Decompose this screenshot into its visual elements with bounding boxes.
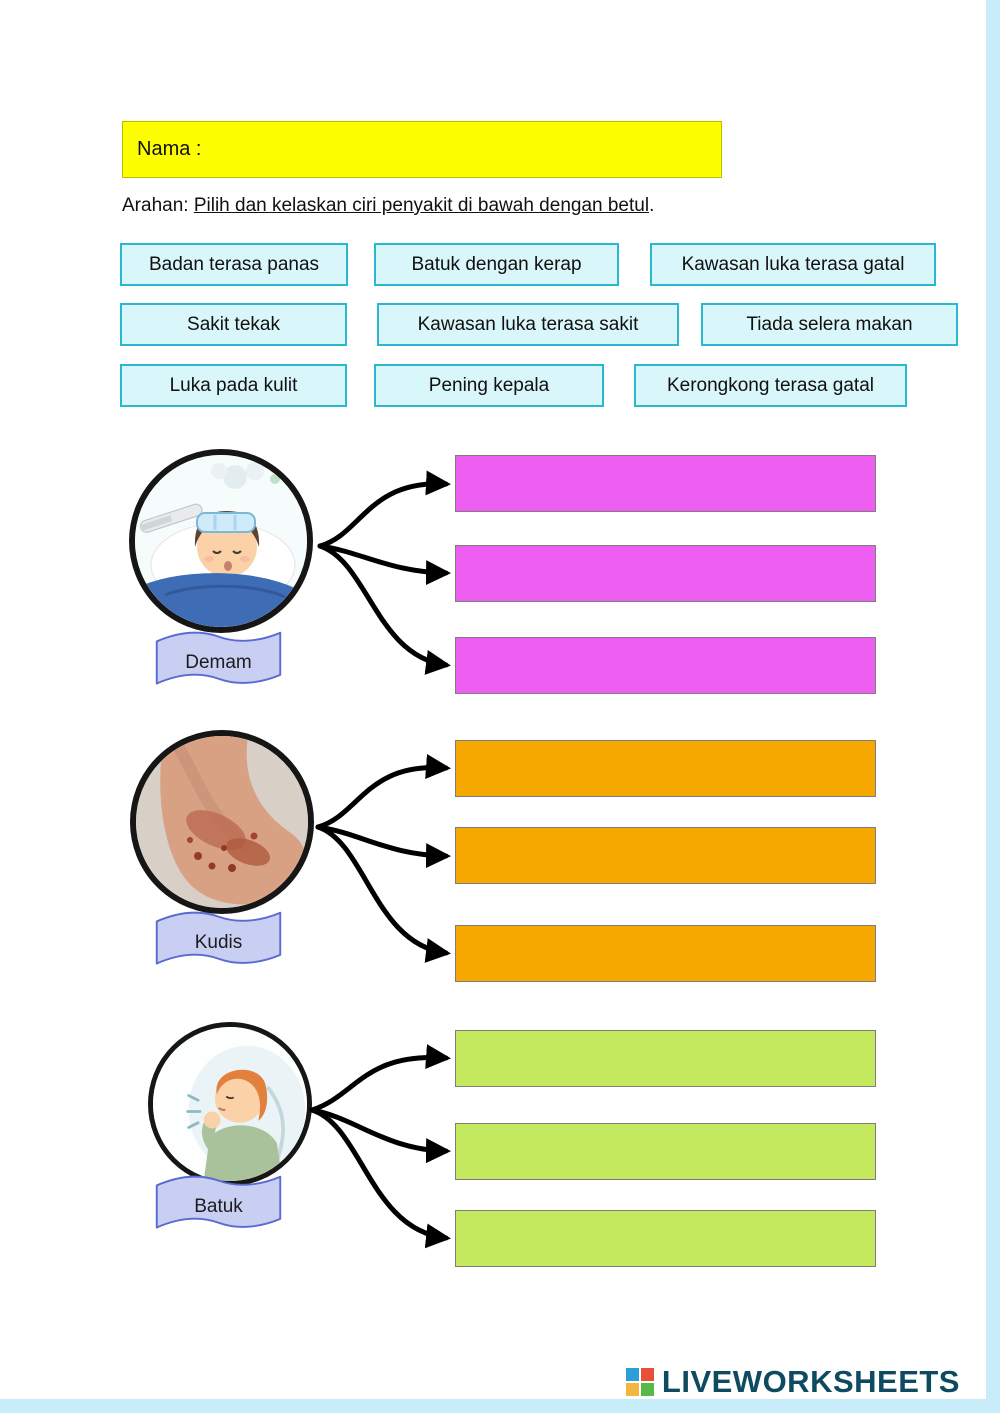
answer-slot-kudis-3[interactable] [455, 925, 876, 982]
symptom-chip[interactable]: Pening kepala [374, 364, 604, 407]
symptom-chip[interactable]: Badan terasa panas [120, 243, 348, 286]
answer-slot-kudis-2[interactable] [455, 827, 876, 884]
symptom-chip[interactable]: Kerongkong terasa gatal [634, 364, 907, 407]
logo-square-green [640, 1383, 654, 1396]
symptom-chip[interactable]: Kawasan luka terasa sakit [377, 303, 679, 346]
liveworksheets-grid-icon [625, 1368, 654, 1396]
logo-square-yellow [625, 1383, 639, 1396]
arrow-demam-1 [317, 470, 451, 549]
kudis-label: Kudis [194, 931, 243, 953]
symptom-chip[interactable]: Batuk dengan kerap [374, 243, 619, 286]
scabies-foot-photo [136, 736, 308, 908]
ribbon-shape [155, 631, 282, 685]
kudis-banner: Kudis [152, 908, 285, 975]
logo-square-blue [625, 1368, 639, 1381]
batuk-image [148, 1022, 312, 1186]
answer-slot-batuk-1[interactable] [455, 1030, 876, 1087]
symptom-chip[interactable]: Tiada selera makan [701, 303, 958, 346]
arrow-demam-3 [317, 543, 451, 675]
demam-image [129, 449, 313, 633]
arrow-batuk-2 [309, 1107, 451, 1164]
symptom-chip[interactable]: Sakit tekak [120, 303, 347, 346]
answer-slot-demam-2[interactable] [455, 545, 876, 602]
arrow-kudis-1 [315, 754, 451, 830]
answer-slot-demam-3[interactable] [455, 637, 876, 694]
name-label: Nama : [137, 138, 202, 160]
child-with-fever-illustration [135, 455, 307, 627]
coughing-person-illustration [153, 1027, 307, 1181]
answer-slot-demam-1[interactable] [455, 455, 876, 512]
liveworksheets-logo[interactable]: LIVEWORKSHEETS [625, 1364, 960, 1400]
answer-slot-batuk-3[interactable] [455, 1210, 876, 1267]
demam-banner: Demam [152, 628, 285, 695]
demam-label: Demam [185, 651, 252, 673]
liveworksheets-brand-text: LIVEWORKSHEETS [661, 1364, 960, 1399]
page-edge-bottom [0, 1399, 1000, 1413]
arrow-kudis-3 [315, 824, 451, 963]
arrow-kudis-2 [315, 824, 451, 869]
kudis-image [130, 730, 314, 914]
ribbon-shape [155, 911, 282, 965]
answer-slot-kudis-1[interactable] [455, 740, 876, 797]
name-input-box[interactable]: Nama : [122, 121, 722, 178]
logo-square-red [640, 1368, 654, 1381]
ribbon-shape [155, 1175, 282, 1229]
symptom-chip[interactable]: Luka pada kulit [120, 364, 347, 407]
page-edge-right [986, 0, 1000, 1413]
arrow-batuk-1 [309, 1044, 451, 1113]
arrow-demam-2 [317, 543, 451, 586]
instruction-prefix: Arahan: [122, 195, 194, 216]
instruction-suffix: . [649, 195, 655, 216]
symptom-chip[interactable]: Kawasan luka terasa gatal [650, 243, 936, 286]
arrow-batuk-3 [309, 1107, 451, 1249]
batuk-label: Batuk [194, 1195, 243, 1217]
answer-slot-batuk-2[interactable] [455, 1123, 876, 1180]
instruction-underlined: Pilih dan kelaskan ciri penyakit di bawa… [193, 195, 650, 216]
batuk-banner: Batuk [152, 1172, 285, 1239]
instruction-text: Arahan: Pilih dan kelaskan ciri penyakit… [122, 195, 952, 217]
